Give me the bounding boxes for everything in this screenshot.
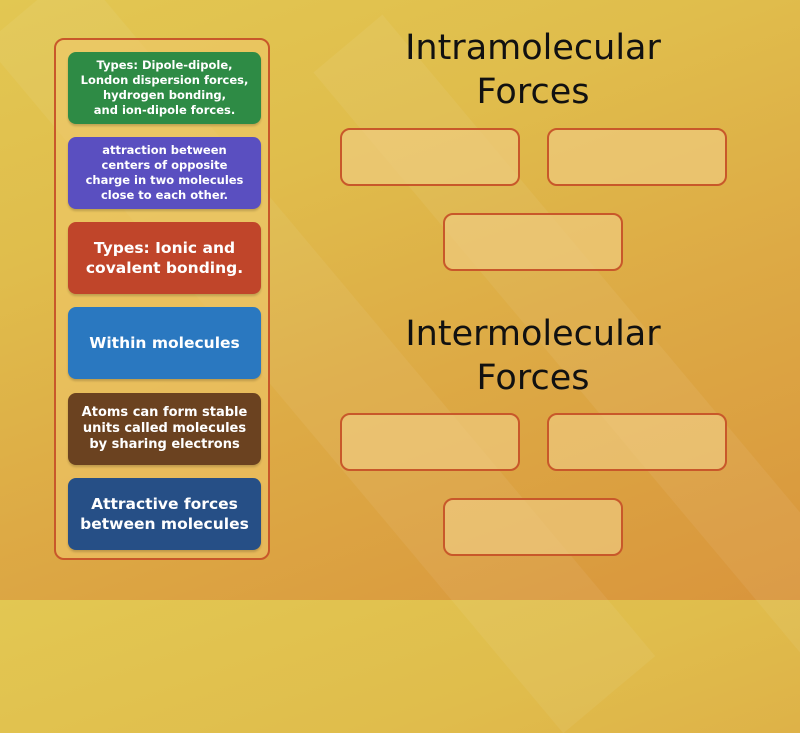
group-heading-intermolecular: Intermolecular Forces xyxy=(405,314,661,398)
drop-slot-intramolecular-3[interactable] xyxy=(443,213,623,271)
card-attractive-forces[interactable]: Attractive forces between molecules xyxy=(68,478,261,550)
drop-slot-intramolecular-1[interactable] xyxy=(340,128,520,186)
card-intermolecular-types[interactable]: Types: Dipole-dipole, London dispersion … xyxy=(68,52,261,124)
card-within-molecules[interactable]: Within molecules xyxy=(68,307,261,379)
drop-slot-intermolecular-2[interactable] xyxy=(547,413,727,471)
card-atoms-molecules[interactable]: Atoms can form stable units called molec… xyxy=(68,393,261,465)
drop-slot-intermolecular-1[interactable] xyxy=(340,413,520,471)
card-attraction-definition[interactable]: attraction between centers of opposite c… xyxy=(68,137,261,209)
card-intramolecular-types[interactable]: Types: Ionic and covalent bonding. xyxy=(68,222,261,294)
drop-slot-intermolecular-3[interactable] xyxy=(443,498,623,556)
group-heading-intramolecular: Intramolecular Forces xyxy=(405,28,661,112)
drop-slot-intramolecular-2[interactable] xyxy=(547,128,727,186)
card-bank-panel: Types: Dipole-dipole, London dispersion … xyxy=(54,38,270,560)
